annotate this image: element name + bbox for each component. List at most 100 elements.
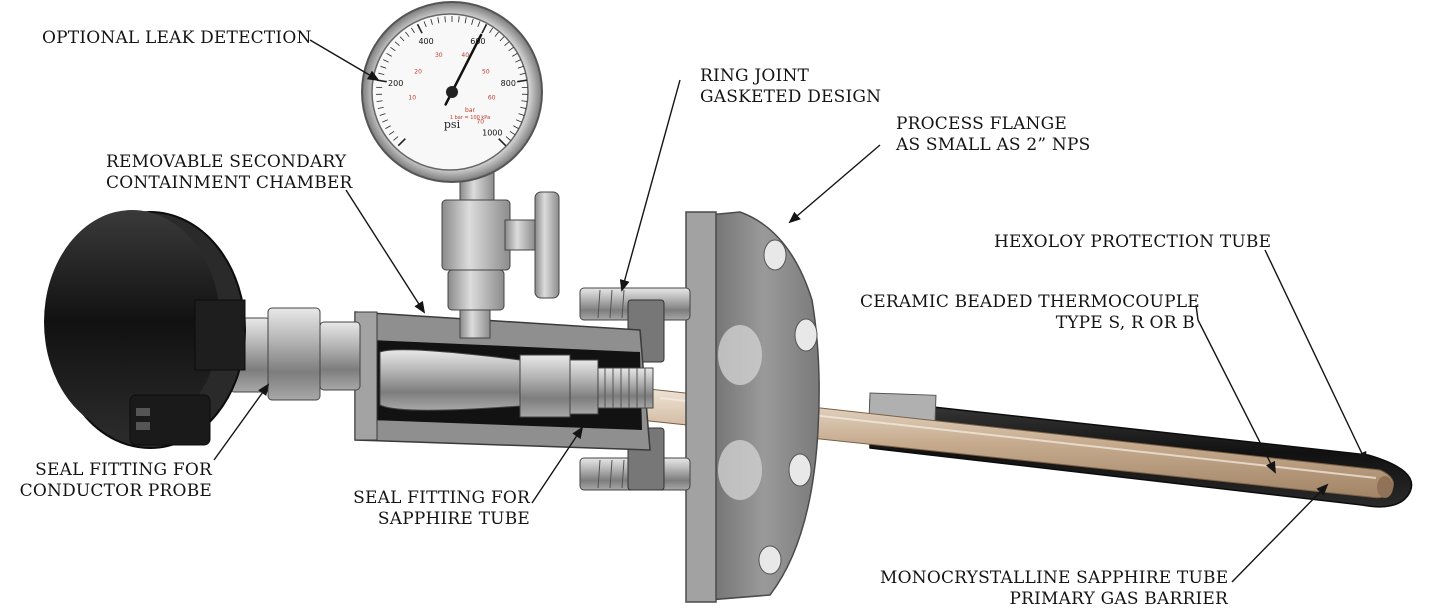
gauge-tick [521,100,528,102]
gauge-bar-label: 30 [435,52,443,59]
gauge-tick [513,125,519,129]
leader-sapphire-tube [1231,483,1329,583]
leader-seal-conductor [213,383,270,461]
gauge-tick [508,47,514,52]
label-line: RING JOINT [700,66,810,86]
gauge-tick [394,41,400,47]
label-line: REMOVABLE SECONDARY [106,152,347,172]
gauge-tick [377,106,384,109]
leader-lines [213,39,1367,583]
connection-head [44,210,246,449]
label-line: AS SMALL AS 2” NPS [896,135,1091,155]
gauge-tick [444,16,446,23]
label-line: MONOCRYSTALLINE SAPPHIRE TUBE [880,568,1229,588]
gauge-tick [471,18,474,25]
gauge-tick [489,27,494,34]
gauge-bar-label: 20 [414,69,422,76]
label-thermocouple: CERAMIC BEADED THERMOCOUPLE TYPE S, R OR… [860,292,1200,334]
conductor-seal-fitting [229,307,361,401]
gauge-inner-unit-note: 1 bar = 100 kPa [450,115,490,121]
process-flange [685,211,820,603]
gauge-bar-label: 10 [408,94,416,101]
gauge-tick [517,79,528,83]
leader-thermocouple [1195,304,1276,474]
label-seal-conductor: SEAL FITTING FOR CONDUCTOR PROBE [0,460,212,502]
gauge-bar-scale: 10 20 30 40 50 60 70 [408,52,495,125]
ring-joint-bolts [579,287,691,491]
gauge-tick [512,52,518,57]
label-line: HEXOLOY PROTECTION TUBE [994,232,1272,252]
leader-process-flange [788,144,881,224]
gauge-tick [390,47,396,52]
gauge-bar-label: 70 [476,118,484,125]
gauge-tick [517,65,524,69]
gauge-psi-label: 800 [501,79,516,88]
gauge-tick [386,52,392,57]
gauge-tick [376,100,383,102]
label-line: GASKETED DESIGN [700,87,882,107]
leader-seal-sapphire [531,426,584,504]
label-line: SEAL FITTING FOR [35,460,212,480]
label-sapphire-tube: MONOCRYSTALLINE SAPPHIRE TUBE PRIMARY GA… [880,568,1228,610]
label-line: PRIMARY GAS BARRIER [1009,589,1228,609]
gauge-tick [388,131,395,136]
leak-detection-valve [441,169,560,339]
leader-leak-detection [309,39,380,82]
gauge-unit: psi [444,118,461,131]
gauge-bar-label: 40 [461,52,469,59]
gauge-tick [405,31,410,37]
label-line: SAPPHIRE TUBE [377,509,530,529]
gauge-bar-label: 50 [482,69,490,76]
gauge-tick [520,106,527,109]
gauge-tick [505,136,511,141]
label-leak-detection: OPTIONAL LEAK DETECTION [42,28,312,49]
label-line: CERAMIC BEADED THERMOCOUPLE [860,292,1200,312]
inner-seal-fitting [519,354,654,418]
gauge-tick [397,138,406,147]
label-line: OPTIONAL LEAK DETECTION [42,28,312,48]
gauge-tick [416,23,423,34]
label-line: PROCESS FLANGE [896,114,1068,134]
leader-ring-joint [619,79,681,292]
gauge-tick [518,113,525,116]
gauge-tick [382,119,388,123]
gauge-tick [393,136,399,141]
gauge-tick [494,31,499,37]
gauge-tick [516,119,522,123]
label-process-flange: PROCESS FLANGE AS SMALL AS 2” NPS [896,114,1090,156]
gauge-bar-label: 60 [488,94,496,101]
gauge-tick-marks [376,16,528,147]
leader-hexoloy-tube [1264,249,1367,464]
gauge-tick [464,17,467,24]
gauge-psi-label: 1000 [482,128,502,137]
gauge-tick [477,21,481,28]
label-line: TYPE S, R OR B [1055,313,1195,333]
label-seal-sapphire: SEAL FITTING FOR SAPPHIRE TUBE [340,488,530,530]
gauge-tick [458,16,460,23]
label-ring-joint: RING JOINT GASKETED DESIGN [700,66,881,108]
label-line: CONTAINMENT CHAMBER [106,173,353,193]
gauge-psi-label: 200 [388,79,403,88]
gauge-tick [399,36,405,42]
gauge-tick [481,23,488,34]
gauge-tick [383,59,389,63]
gauge-tick [410,27,415,34]
leader-secondary-chamber [345,189,426,314]
gauge-tick [504,41,510,47]
gauge-tick [519,72,526,75]
label-secondary-chamber: REMOVABLE SECONDARY CONTAINMENT CHAMBER [106,152,353,194]
gauge-hub [446,86,458,98]
gauge-tick [515,59,521,63]
gauge-tick [499,36,505,42]
gauge-tick [430,18,433,25]
gauge-tick [379,113,386,116]
gauge-psi-label: 400 [418,37,433,46]
gauge-tick [385,125,391,129]
gauge-tick [498,138,507,147]
gauge-tick [509,131,516,136]
gauge-inner-unit: bar [465,107,475,114]
label-hexoloy-tube: HEXOLOY PROTECTION TUBE [994,232,1271,253]
